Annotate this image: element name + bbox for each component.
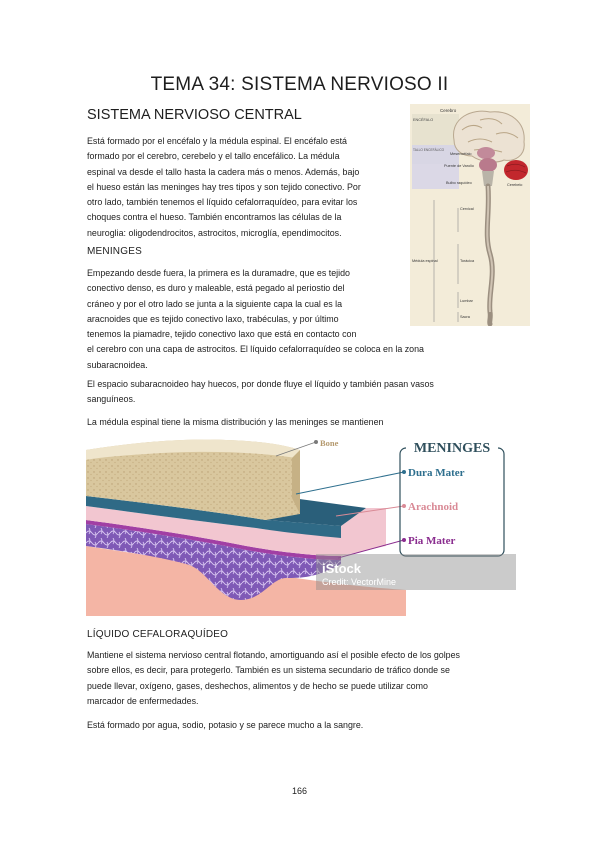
puente-shape [479, 158, 497, 172]
bulbo-shape [482, 171, 494, 186]
leader-arachnoid-dot [402, 504, 406, 508]
label-dura: Dura Mater [408, 467, 465, 479]
composition-paragraph: Está formado por agua, sodio, potasio y … [87, 718, 363, 733]
spinal-cord-highlight [486, 185, 494, 313]
label-mesencefalo: Mesencéfalo [450, 152, 472, 156]
text-line: choques contra el hueso. También encontr… [87, 212, 342, 223]
arachnoid-shape [86, 506, 341, 556]
text-line: El espacio subaracnoideo hay huecos, por… [87, 379, 434, 389]
text-line: el hueso están las meninges hay tres tip… [87, 181, 361, 192]
text-line: Está formado por el encéfalo y la médula… [87, 136, 347, 146]
cns-anatomy-figure: Cerebro ENCÉFALO TALLO ENCEFÁLICO Mesenc… [410, 104, 530, 326]
text-line: cráneo y por el otro lado se junta a la … [87, 298, 343, 309]
text-line: Empezando desde fuera, la primera es la … [87, 268, 350, 278]
text-line: conectivo denso, es duro y maleable, est… [87, 283, 345, 294]
text-line: subaracnoidea. [87, 359, 148, 370]
text-line: aracnoides que es tejido conectivo laxo,… [87, 313, 339, 324]
label-puente: Puente de Varolio [444, 164, 474, 168]
cortex-layer-shape [86, 524, 341, 600]
text-line: el cerebro con una capa de astrocitos. E… [87, 344, 424, 355]
label-cerebelo: Cerebelo [507, 183, 522, 187]
csf-heading: LÍQUIDO CEFALORAQUÍDEO [87, 629, 229, 640]
leader-pia-dot [402, 538, 406, 542]
page-title: TEMA 34: SISTEMA NERVIOSO II [150, 74, 449, 95]
csf-paragraph: Mantiene el sistema nervioso central flo… [87, 648, 460, 709]
meninges-heading: MENINGES [87, 246, 142, 257]
legend-title-bg [406, 438, 498, 456]
legend-title: MENINGES [414, 441, 490, 456]
text-line: Mantiene el sistema nervioso central flo… [87, 650, 460, 660]
label-bone: Bone [320, 438, 339, 448]
mesencefalo-shape [477, 147, 495, 159]
brain-icon [453, 110, 525, 163]
text-line: marcador de enfermedades. [87, 695, 199, 706]
section-title: SISTEMA NERVIOSO CENTRAL [87, 107, 302, 123]
spinal-paragraph: La médula espinal tiene la misma distrib… [87, 415, 384, 430]
meninges-paragraph: Empezando desde fuera, la primera es la … [87, 266, 424, 373]
watermark-credit: Credit: VectorMine [322, 577, 396, 587]
bone-top-highlight [86, 439, 300, 460]
dura-mater-shape [86, 496, 341, 538]
text-line: Está formado por agua, sodio, potasio y … [87, 720, 364, 730]
bone-shape [86, 439, 300, 520]
leader-arachnoid [335, 505, 405, 517]
cerebelo-folds [505, 163, 527, 174]
brain-folds [461, 118, 519, 153]
subarachnoid-paragraph: El espacio subaracnoideo hay huecos, por… [87, 377, 434, 408]
meninges-figure: MENINGES Bone Dura Mater Arachnoid Pia M… [86, 428, 516, 616]
label-medula: Médula espinal [412, 259, 438, 263]
label-cerebro: Cerebro [440, 108, 457, 113]
label-tallo: TALLO ENCEFÁLICO [413, 148, 445, 152]
label-bulbo: Bulbo raquídeo [446, 181, 472, 185]
text-line: espinal va desde el tallo hasta la cader… [87, 166, 360, 177]
intro-paragraph: Está formado por el encéfalo y la médula… [87, 134, 361, 241]
label-pia: Pia Mater [408, 535, 455, 547]
text-line: tenemos la piamadre, tejido conectivo la… [87, 329, 357, 340]
label-lumbar: Lumbar [460, 299, 474, 303]
text-line: neuroglia: oligodendrocitos, astrocitos,… [87, 227, 342, 238]
leader-bone-dot [314, 440, 318, 444]
page-number: 166 [291, 786, 308, 796]
text-line: La médula espinal tiene la misma distrib… [87, 417, 384, 427]
leader-bone [275, 441, 317, 457]
watermark-logo: iStock [322, 561, 362, 576]
pia-mater-shape [86, 520, 341, 560]
watermark-banner [316, 554, 516, 590]
text-line: sobre ellos, es decir, para protegerlo. … [87, 665, 450, 676]
text-line: formado por el cerebro, cerebelo y el ta… [87, 151, 340, 162]
label-encefalo: ENCÉFALO [413, 117, 433, 122]
bone-edge-shape [292, 450, 300, 514]
leader-pia [337, 539, 405, 559]
tallo-box [412, 145, 459, 189]
text-line: puede llevar, oxígeno, gases, deshechos,… [87, 680, 428, 691]
text-line: otro lado, también tenemos el líquido ce… [87, 197, 358, 208]
text-line: sanguíneos. [87, 394, 136, 405]
label-toracica: Torácica [460, 259, 475, 263]
leader-dura [295, 471, 405, 495]
label-arachnoid: Arachnoid [408, 501, 458, 513]
label-cervical: Cervical [460, 207, 474, 211]
leader-dura-dot [402, 470, 406, 474]
label-sacra: Sacra [460, 315, 471, 319]
